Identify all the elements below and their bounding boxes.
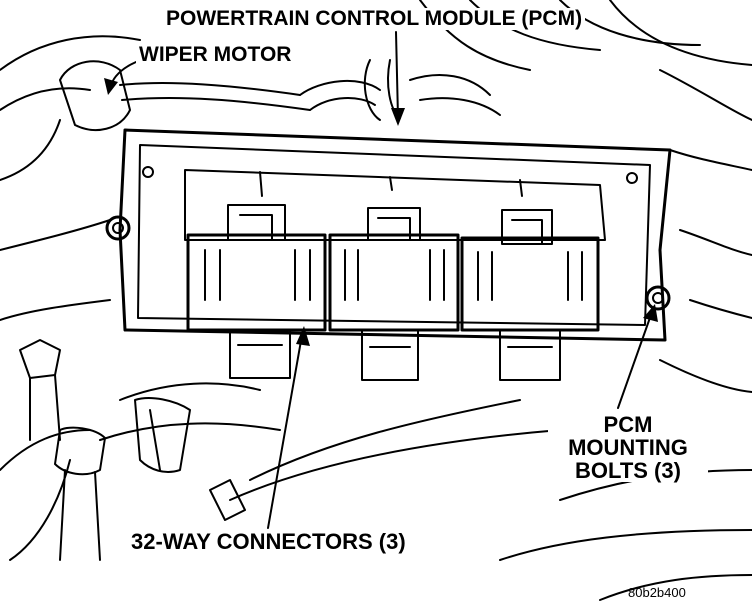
wiper-motor-label: WIPER MOTOR bbox=[136, 43, 295, 67]
bolt-arrowhead bbox=[643, 304, 658, 322]
pcm-housing bbox=[105, 128, 672, 342]
connector-leader bbox=[267, 334, 303, 529]
harness-hoses bbox=[59, 59, 501, 131]
pcm-leader bbox=[395, 31, 399, 119]
pcm-label: POWERTRAIN CONTROL MODULE (PCM) bbox=[163, 7, 586, 31]
bolts-label-line2: MOUNTING bbox=[548, 436, 708, 459]
connector-arrowhead bbox=[296, 326, 310, 346]
mounting-bolts-label: PCM MOUNTING BOLTS (3) bbox=[548, 413, 708, 482]
connector-center bbox=[328, 207, 460, 381]
connector-right bbox=[460, 209, 600, 381]
bolts-label-line1: PCM bbox=[548, 413, 708, 436]
connector-left bbox=[186, 204, 327, 379]
leader-arrows bbox=[109, 31, 653, 529]
wiper-arrowhead bbox=[104, 78, 118, 95]
pcm-arrowhead bbox=[391, 108, 405, 126]
bolts-label-line3: BOLTS (3) bbox=[548, 459, 708, 482]
connectors-label: 32-WAY CONNECTORS (3) bbox=[128, 530, 409, 553]
lower-left-hardware bbox=[19, 339, 246, 561]
figure-code: 80b2b400 bbox=[628, 585, 686, 600]
bolt-leader bbox=[617, 311, 653, 409]
